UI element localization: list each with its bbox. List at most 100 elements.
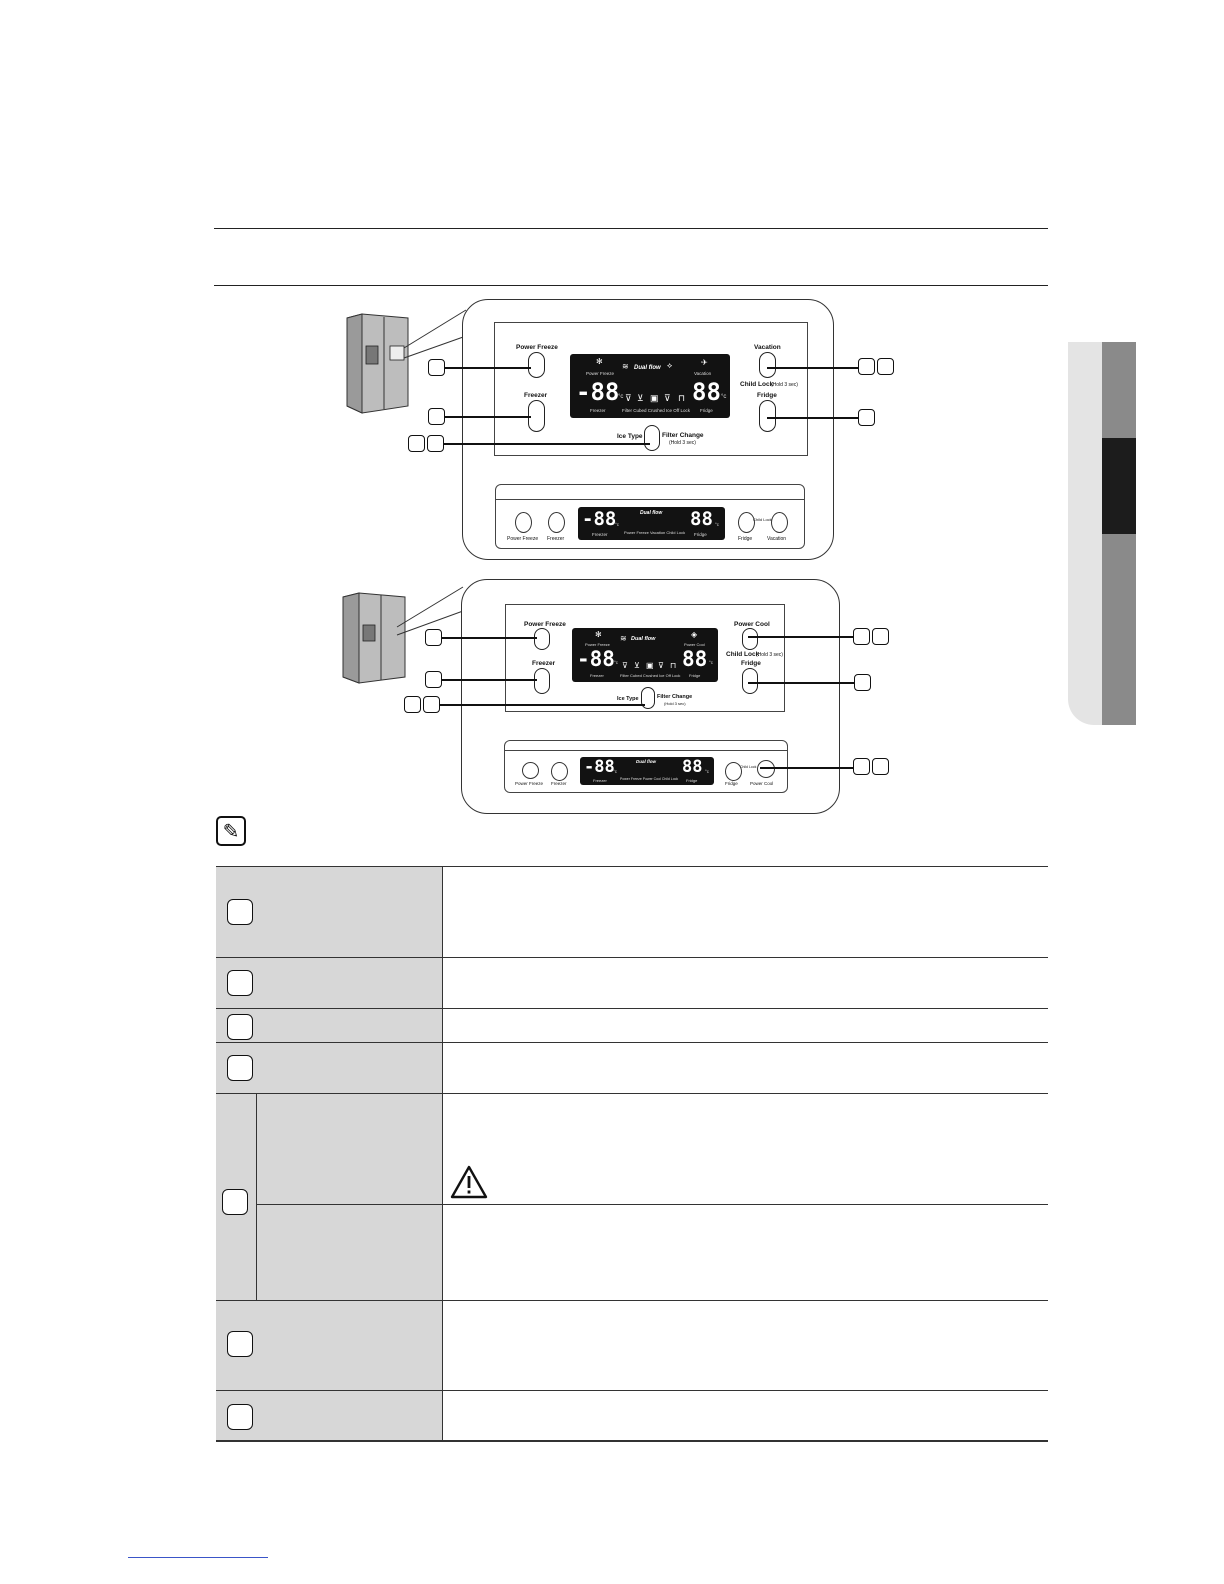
power-freeze-button[interactable]: [528, 352, 545, 378]
child-lock-label: Child Lock: [740, 381, 774, 388]
bottom-freezer-unit: °c: [613, 769, 618, 774]
crushed-ice-icon: ▣: [650, 393, 659, 403]
table-row-line: [216, 1300, 1048, 1301]
child-lock-hold: (Hold 3 sec): [756, 652, 783, 658]
filter-change-label: Filter Change: [662, 432, 704, 439]
fridge-temperature: 88: [682, 647, 708, 671]
fridge-button[interactable]: [759, 400, 776, 432]
ice-type-button[interactable]: [641, 687, 655, 709]
bottom-fridge-unit: °c: [705, 769, 710, 774]
vacation-button[interactable]: [759, 352, 776, 378]
display-dual-flow: Dual flow: [631, 636, 656, 642]
callout-leader: [442, 679, 537, 681]
freezer-unit: °c: [618, 394, 624, 400]
table-row-line: [216, 1093, 1048, 1094]
bottom-display-1: -88 °c Dual flow 88 °c Power Freeze Vaca…: [578, 507, 725, 540]
callout-leader: [445, 416, 531, 418]
ice-type-label: Ice Type: [617, 696, 639, 702]
display-screen-2: ✻ Power Freeze ≋ Dual flow ◈ Power Cool …: [572, 628, 718, 682]
display-icon-row: Filter Cubed Crushed Ice Off Lock: [622, 408, 690, 413]
bottom-display-fridge: Fridge: [694, 532, 707, 537]
callout-badge: [425, 629, 442, 646]
ice-type-button[interactable]: [644, 425, 660, 451]
footer-link-underline: [128, 1557, 268, 1558]
fridge-illustration-2: [342, 586, 464, 684]
power-freeze-button[interactable]: [534, 628, 550, 650]
table-row-line: [216, 957, 1048, 958]
table-column-divider: [442, 867, 443, 1440]
callout-badge: [404, 696, 421, 713]
table-row-number: [227, 899, 253, 925]
table-row-number: [227, 1055, 253, 1081]
lock-icon: ⊓: [678, 393, 686, 403]
bottom-power-freeze-button[interactable]: [515, 512, 532, 533]
bottom-display-fridge: Fridge: [686, 778, 698, 783]
bottom-vacation-button[interactable]: [771, 512, 788, 533]
bottom-freezer-label: Freezer: [551, 781, 567, 786]
bottom-freezer-label: Freezer: [547, 536, 565, 542]
callout-badge: [872, 628, 889, 645]
display-freezer: Freezer: [590, 408, 606, 413]
callout-leader: [748, 682, 854, 684]
callout-badge: [854, 674, 871, 691]
ice-off-icon: ⊽: [664, 393, 671, 403]
fan-icon: ⟡: [667, 361, 673, 370]
power-cool-button[interactable]: [742, 628, 758, 650]
bottom-power-cool-button[interactable]: [757, 760, 775, 778]
callout-badge: [877, 358, 894, 375]
bottom-freezer-temperature: -88: [584, 757, 615, 777]
table-row-number: [227, 1014, 253, 1040]
table-row-line: [216, 1042, 1048, 1043]
callout-leader: [442, 637, 537, 639]
table-row-line: [216, 866, 1048, 867]
display-dual-flow: Dual flow: [634, 365, 661, 371]
display-power-freeze: Power Freeze: [586, 371, 615, 376]
note-icon: ✎: [216, 816, 246, 846]
fridge-unit: °c: [721, 394, 727, 400]
callout-badge: [425, 671, 442, 688]
bottom-display-freezer: Freezer: [593, 778, 607, 783]
child-lock-hold: (Hold 3 sec): [771, 382, 798, 388]
power-freeze-label: Power Freeze: [516, 344, 558, 351]
display-screen-1: ✻ Power Freeze ≋ Dual flow ⟡ ✈ Vacation …: [570, 354, 730, 418]
bottom-fridge-temperature: 88: [690, 508, 713, 530]
bottom-power-freeze-label: Power Freeze: [507, 536, 539, 542]
bottom-fridge-button[interactable]: [725, 762, 742, 781]
bottom-child-lock-label: Child Lock: [740, 765, 757, 769]
power-cool-label: Power Cool: [734, 621, 770, 628]
callout-leader: [444, 443, 650, 445]
table-row-number: [227, 1331, 253, 1357]
filter-change-hold: (Hold 3 sec): [669, 440, 696, 446]
table-row-number: [222, 1189, 248, 1215]
callout-leader: [748, 636, 853, 638]
display-fridge: Fridge: [689, 673, 701, 678]
callout-badge: [858, 409, 875, 426]
callout-badge: [853, 758, 870, 775]
crushed-ice-icon: ▣: [646, 661, 654, 670]
freezer-button[interactable]: [534, 668, 550, 694]
callout-badge: [428, 359, 445, 376]
vacation-label: Vacation: [754, 344, 781, 351]
snowflake-icon: ✻: [595, 630, 602, 639]
fridge-illustration-1: [346, 309, 467, 414]
bottom-fridge-button[interactable]: [738, 512, 755, 533]
fridge-label: Fridge: [741, 660, 761, 667]
fridge-unit: °c: [709, 660, 714, 665]
bottom-freezer-button[interactable]: [548, 512, 565, 533]
bottom-display-2: -88 °c Dual flow 88 °c Power Freeze Powe…: [580, 757, 714, 785]
bottom-fridge-unit: °c: [715, 522, 720, 527]
callout-badge: [858, 358, 875, 375]
bottom-freezer-button[interactable]: [551, 762, 568, 781]
dispenser-panel-lip: [505, 750, 787, 751]
vacation-icon: ✈: [701, 358, 708, 367]
bottom-power-freeze-button[interactable]: [522, 762, 539, 779]
callout-badge: [427, 435, 444, 452]
display-freezer: Freezer: [590, 673, 604, 678]
bottom-display-icons: Power Freeze Vacation Child Lock: [624, 530, 686, 535]
display-vacation: Vacation: [694, 371, 712, 376]
fridge-button[interactable]: [742, 668, 758, 694]
freezer-unit: °c: [614, 660, 619, 665]
table-row-line: [256, 1204, 1048, 1205]
display-icon-row: Filter Cubed Crushed Ice Off Lock: [620, 673, 681, 678]
callout-leader: [760, 767, 853, 769]
